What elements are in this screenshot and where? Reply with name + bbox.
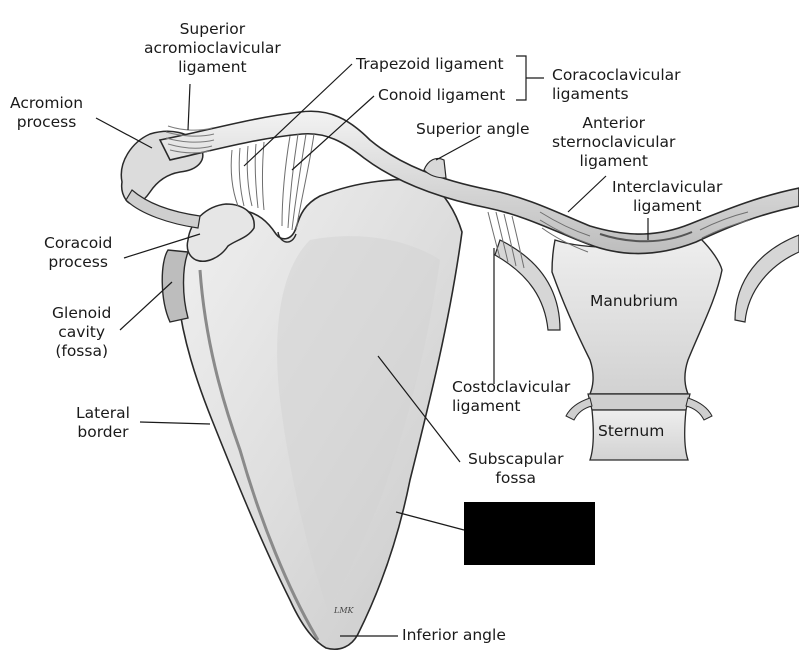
label-glenoid-cavity: Glenoid cavity (fossa) [52, 304, 112, 360]
clavicle-bone [158, 110, 799, 255]
leader-lines [95, 55, 649, 637]
label-trapezoid-ligament: Trapezoid ligament [356, 55, 504, 73]
costoclavicular-ligament [487, 211, 525, 269]
label-costoclavicular-ligament: Costoclavicular ligament [452, 378, 571, 415]
label-subscapular-fossa: Subscapular fossa [468, 450, 564, 487]
second-costal-cartilage-right [685, 397, 713, 421]
lateral-border-ridge [198, 269, 320, 641]
label-conoid-ligament: Conoid ligament [378, 86, 506, 104]
manubrium-bone [551, 237, 723, 395]
redacted-label-box [464, 502, 595, 565]
conoid-ligament [281, 133, 315, 231]
sternum-body [589, 409, 689, 461]
trapezoid-ligament [230, 141, 265, 211]
label-manubrium: Manubrium [590, 292, 678, 310]
anterior-sternoclavicular-ligament [539, 211, 751, 253]
first-rib-left [494, 239, 561, 331]
interclavicular-ligament [599, 231, 693, 243]
subscapular-fossa-shade [277, 236, 440, 610]
superior-angle-spur [423, 157, 447, 179]
glenoid-cavity-shape [161, 249, 189, 323]
first-rib-right [734, 234, 799, 323]
label-anterior-sternoclavicular-ligament: Anterior sternoclavicular ligament [552, 114, 676, 170]
artist-signature: LMK [334, 606, 354, 615]
second-costal-cartilage-left [565, 397, 593, 421]
label-interclavicular-ligament: Interclavicular ligament [612, 178, 723, 215]
superior-acromioclavicular-ligament [165, 125, 215, 154]
coracoid-process-shape [186, 203, 255, 262]
label-superior-angle: Superior angle [416, 120, 530, 138]
suprascapular-notch [277, 231, 297, 243]
label-lateral-border: Lateral border [76, 404, 130, 441]
label-sternum: Sternum [598, 422, 665, 440]
label-superior-acromioclavicular-ligament: Superior acromioclavicular ligament [144, 20, 281, 76]
sternal-angle [587, 393, 691, 411]
label-coracoclavicular-ligaments: Coracoclavicular ligaments [552, 66, 681, 103]
label-inferior-angle: Inferior angle [402, 626, 506, 644]
label-acromion-process: Acromion process [10, 94, 84, 131]
label-coracoid-process: Coracoid process [44, 234, 113, 271]
scapular-spine [125, 189, 201, 229]
